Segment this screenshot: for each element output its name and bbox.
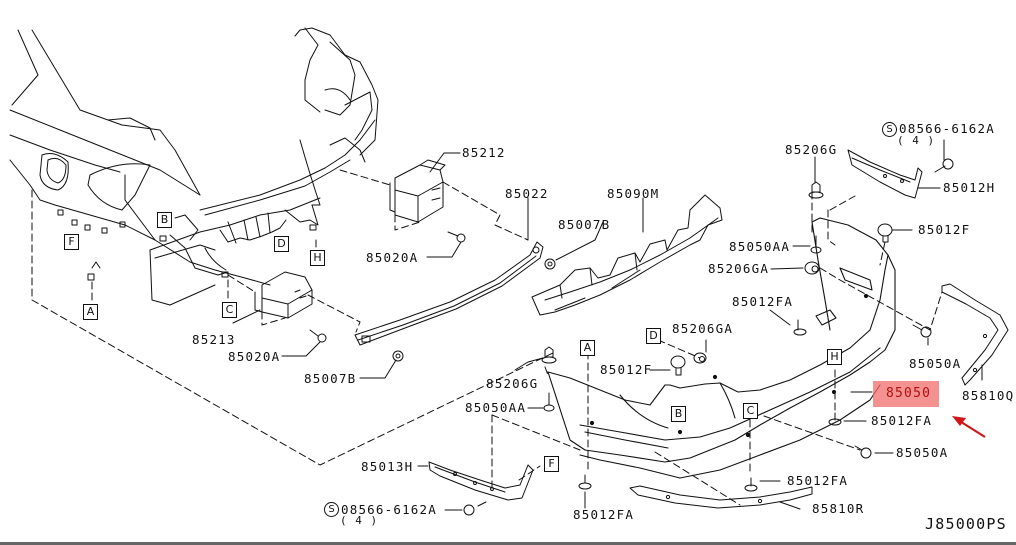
part-label-85050a-upper[interactable]: 85050A — [909, 356, 962, 371]
part-label-85206ga-mid[interactable]: 85206GA — [672, 321, 734, 336]
nut-85007b-drawing — [392, 258, 556, 362]
clip-fastener-drawings — [541, 181, 932, 492]
ref-marker-a-body: A — [83, 304, 98, 320]
ref-marker-a-bumper: A — [580, 340, 595, 356]
reinforcement-85022-drawing — [354, 241, 544, 346]
ref-marker-h-bumper: H — [827, 349, 842, 365]
ref-marker-d-bumper: D — [646, 328, 661, 344]
bracket-85012h-drawing — [847, 149, 923, 199]
part-label-85007b-top[interactable]: 85007B — [558, 217, 611, 232]
ref-marker-d-body: D — [274, 236, 289, 252]
part-label-85013h[interactable]: 85013H — [361, 459, 414, 474]
part-label-85206g-left[interactable]: 85206G — [486, 376, 539, 391]
leader-lines — [232, 139, 983, 511]
screw-08566-top-drawing — [934, 158, 954, 173]
part-label-85012fa-bottom[interactable]: 85012FA — [573, 507, 635, 522]
part-label-85012f-right[interactable]: 85012F — [918, 222, 971, 237]
part-label-85050aa-right[interactable]: 85050AA — [729, 239, 791, 254]
ref-marker-h-body: H — [310, 250, 325, 266]
dashed-assembly-lines — [31, 169, 943, 506]
standard-part-symbol-top: S — [882, 122, 897, 137]
part-label-85212[interactable]: 85212 — [462, 145, 506, 160]
standard-part-symbol-bottom: S — [324, 502, 339, 517]
ref-marker-c-bumper: C — [743, 403, 758, 419]
retainer-85810q-drawing — [941, 283, 1009, 386]
part-label-85012fa-lower[interactable]: 85012FA — [787, 473, 849, 488]
part-label-85090m[interactable]: 85090M — [607, 186, 660, 201]
ref-marker-b-bumper: B — [671, 406, 686, 422]
part-label-85020a-top[interactable]: 85020A — [366, 250, 419, 265]
part-label-85012h[interactable]: 85012H — [943, 180, 996, 195]
part-label-85007b-bottom[interactable]: 85007B — [304, 371, 357, 386]
part-label-85050a-lower[interactable]: 85050A — [896, 445, 949, 460]
part-label-85022[interactable]: 85022 — [505, 186, 549, 201]
retainer-85810r-drawing — [629, 485, 813, 509]
part-label-85012f-mid[interactable]: 85012F — [600, 362, 653, 377]
ref-marker-b-body: B — [157, 212, 172, 228]
part-label-85206g-right[interactable]: 85206G — [785, 142, 838, 157]
bumper-clip-points — [589, 293, 869, 438]
part-label-85213[interactable]: 85213 — [192, 332, 236, 347]
bracket-85212-drawing — [389, 159, 446, 223]
part-label-85012fa-right[interactable]: 85012FA — [871, 413, 933, 428]
part-label-85050aa-left[interactable]: 85050AA — [465, 400, 527, 415]
diagram-code: J85000PS — [925, 515, 1007, 533]
part-label-85206ga-right[interactable]: 85206GA — [708, 261, 770, 276]
ref-marker-c-body: C — [222, 302, 237, 318]
screw-08566-bottom-drawing — [463, 501, 487, 516]
part-label-85012fa-upper[interactable]: 85012FA — [732, 294, 794, 309]
part-label-08566-6162a-top[interactable]: 08566-6162A — [899, 121, 995, 136]
bracket-85013h-drawing — [428, 461, 534, 501]
quantity-label-bottom: ( 4 ) — [340, 514, 379, 527]
ref-marker-f-bumper: F — [544, 456, 559, 472]
part-label-85020a-bottom[interactable]: 85020A — [228, 349, 281, 364]
red-pointer-arrow — [952, 416, 986, 438]
bracket-85213-drawing — [254, 271, 313, 319]
part-label-85810q[interactable]: 85810Q — [962, 388, 1015, 403]
absorber-85090m-drawing — [531, 194, 723, 316]
part-label-08566-6162a-bottom[interactable]: 08566-6162A — [341, 502, 437, 517]
part-label-85810r[interactable]: 85810R — [812, 501, 865, 516]
bottom-edge-bar — [0, 542, 1016, 545]
quantity-label-top: ( 4 ) — [897, 134, 936, 147]
highlight-box-85050 — [873, 381, 939, 407]
bolt-85020a-bottom-drawing — [309, 329, 327, 343]
part-label-85050-highlighted[interactable]: 85050 — [886, 386, 932, 401]
ref-marker-f-body: F — [64, 234, 79, 250]
bumper-fascia-85050-drawing — [547, 217, 896, 479]
body-clip-fasteners — [57, 209, 317, 281]
bolt-85020a-top-drawing — [447, 231, 466, 243]
